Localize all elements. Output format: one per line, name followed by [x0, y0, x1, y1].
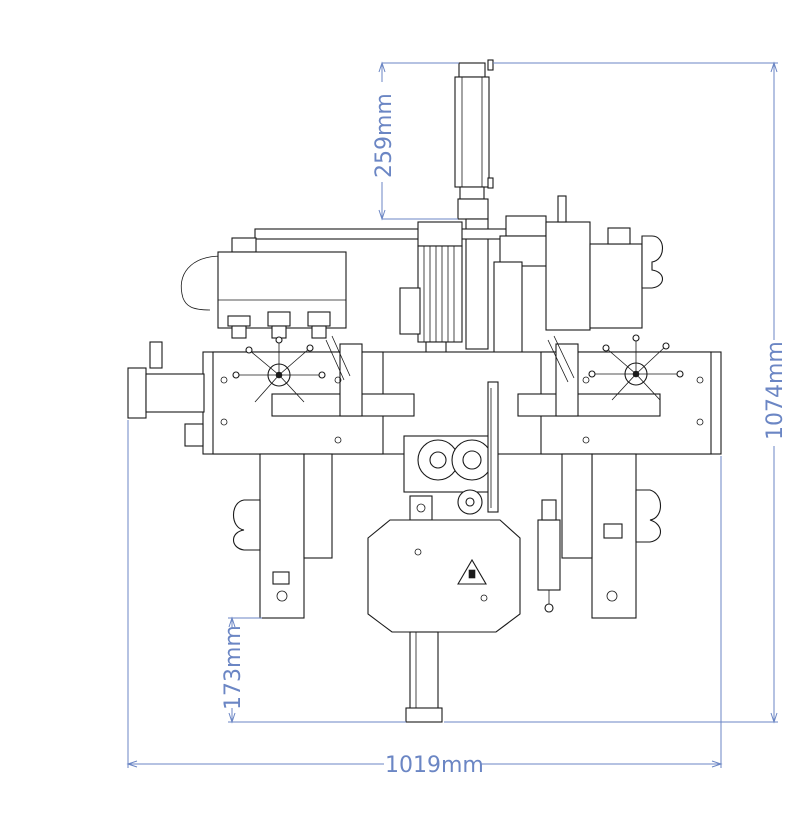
total-height-label: 1074mm	[763, 341, 788, 440]
left-leg	[232, 453, 333, 619]
total-width-label: 1019mm	[385, 753, 484, 778]
dimension-total-height: 1074mm	[444, 61, 788, 724]
bottom-height-label: 173mm	[221, 625, 246, 710]
top-height-label: 259mm	[372, 93, 397, 178]
left-handwheel	[232, 336, 326, 403]
dimension-total-width: 1019mm	[126, 420, 723, 778]
machine-front-view	[127, 59, 722, 723]
control-box	[181, 251, 347, 339]
lower-post	[405, 631, 443, 723]
right-handwheel	[588, 334, 684, 401]
vertical-column	[454, 59, 494, 350]
dimension-bottom-height: 173mm	[221, 616, 406, 724]
bottom-housing	[367, 519, 521, 633]
right-leg	[561, 453, 662, 619]
left-cylinder	[127, 341, 205, 447]
gearbox	[403, 435, 497, 521]
right-valve	[537, 499, 561, 613]
dimension-top-height: 259mm	[372, 61, 459, 221]
